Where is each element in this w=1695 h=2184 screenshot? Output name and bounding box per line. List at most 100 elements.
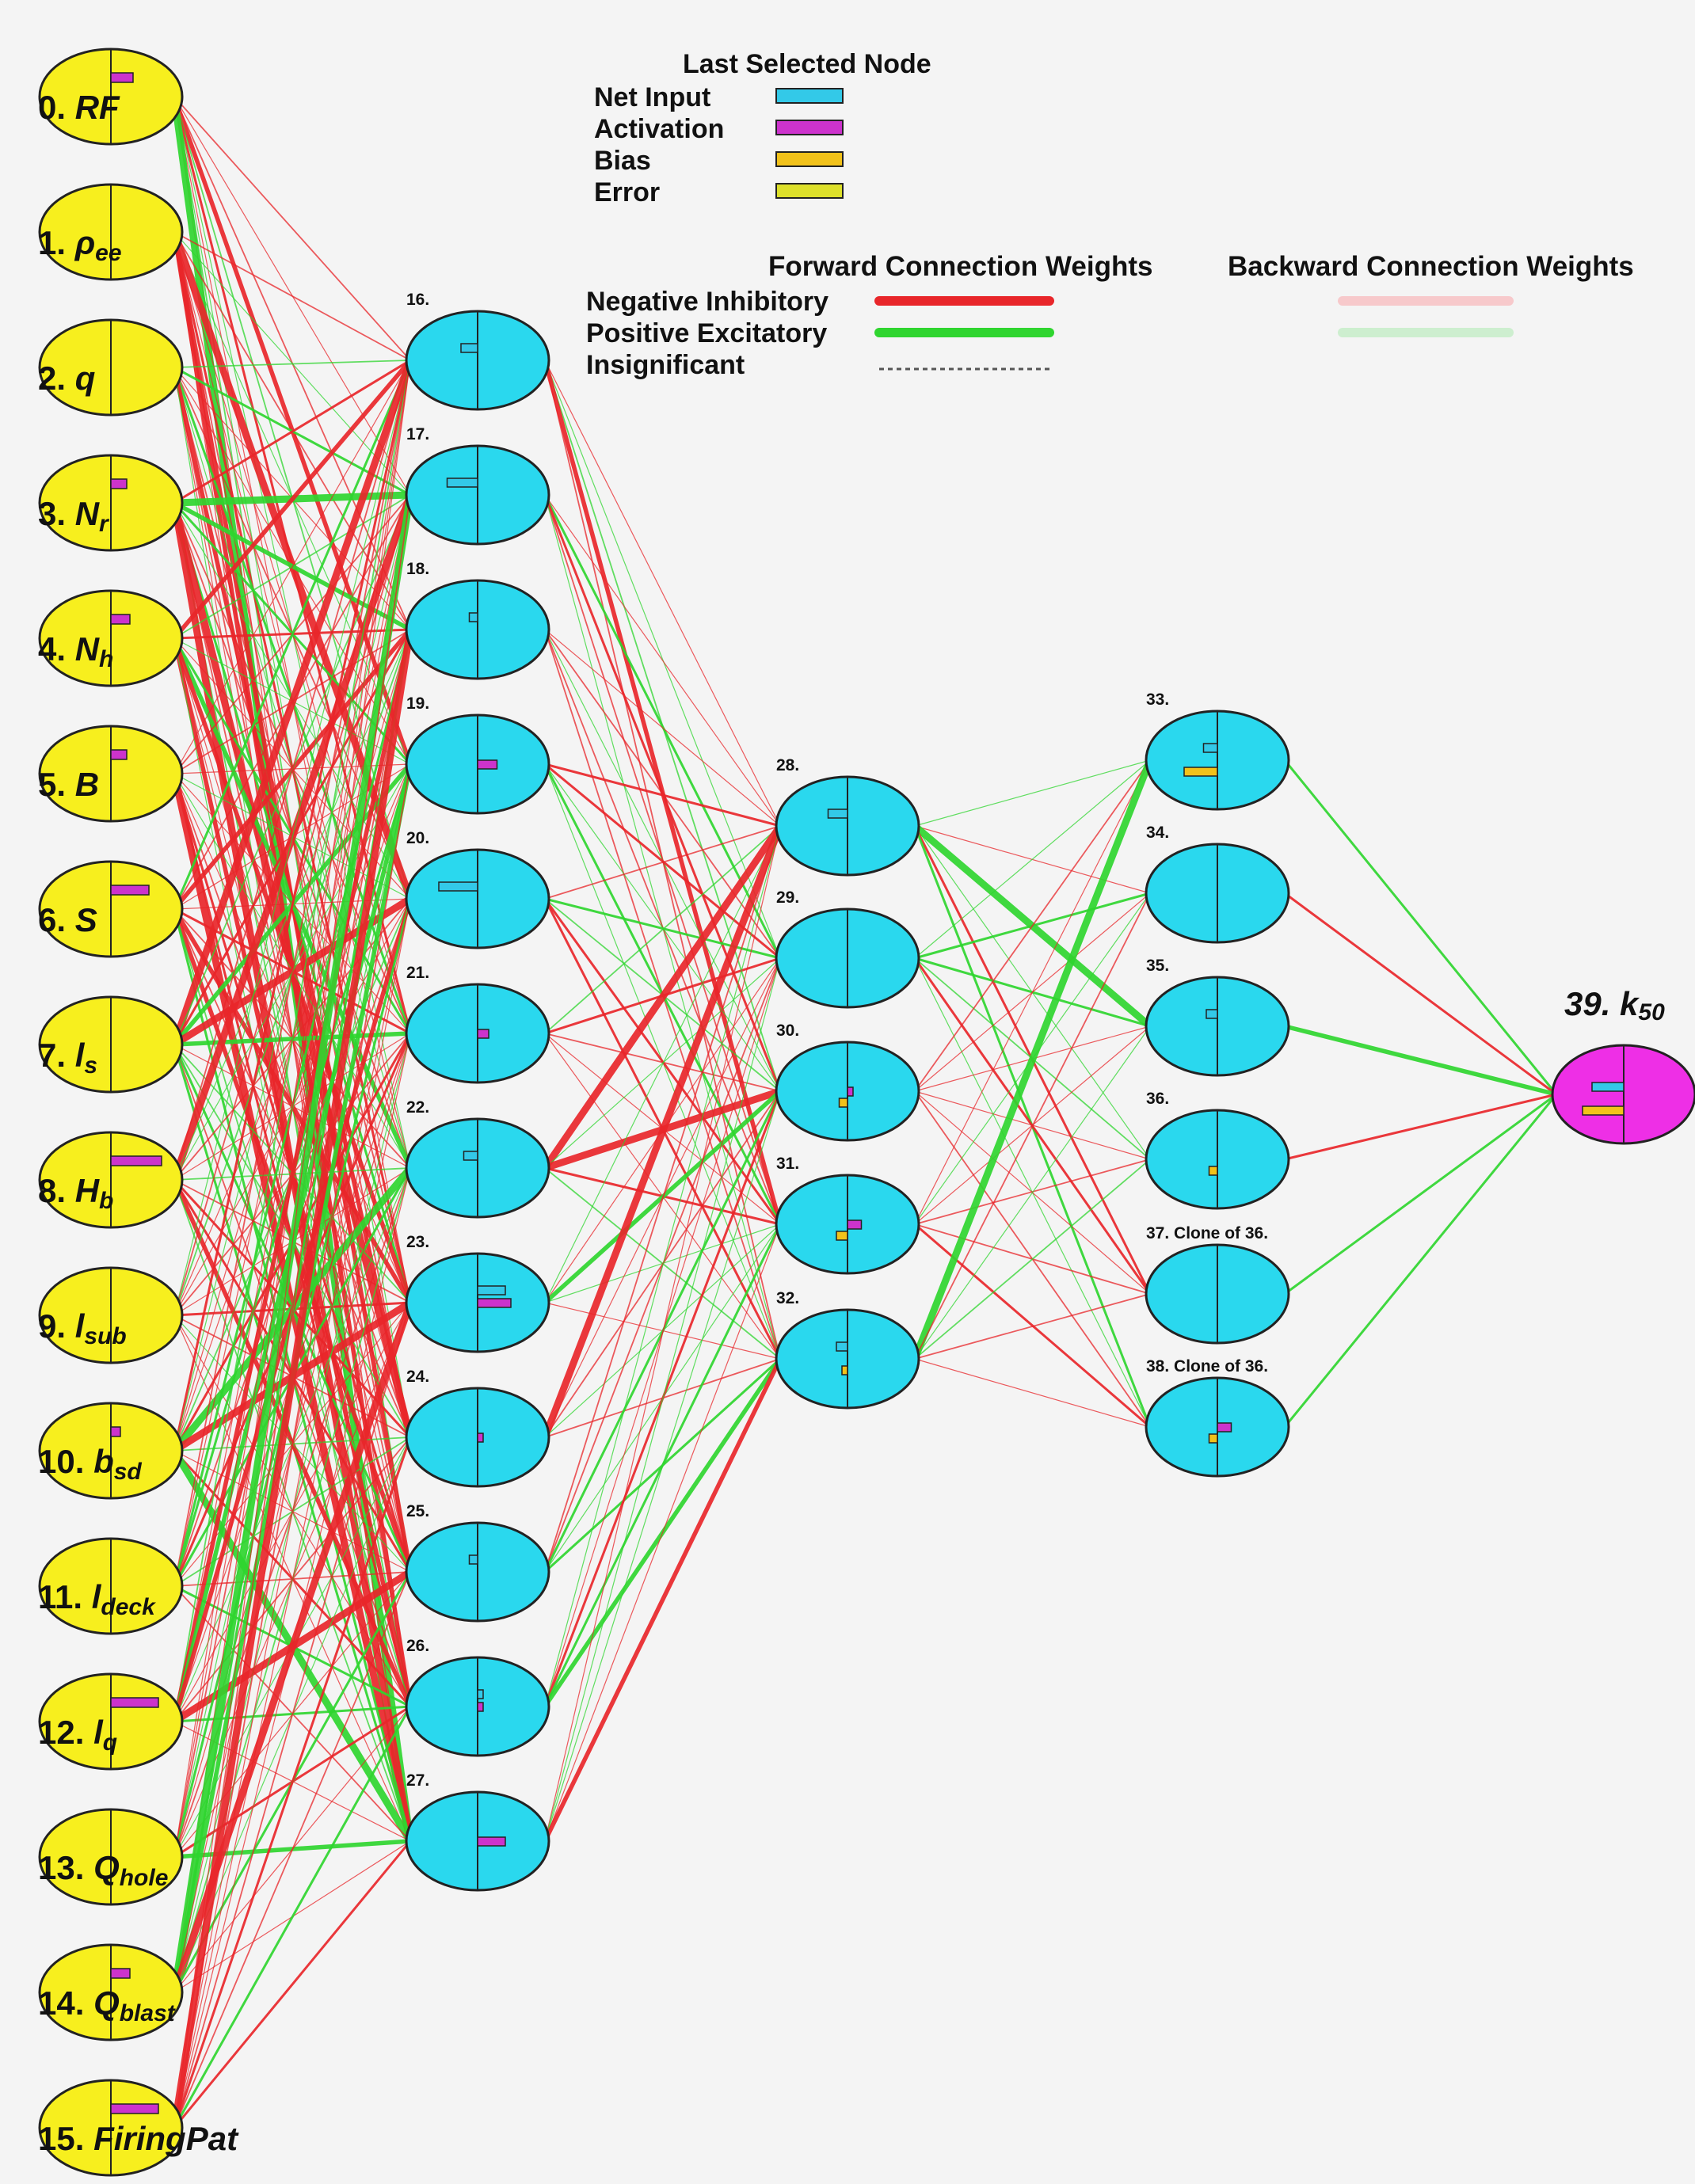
input-node-9-label: 9. lsub: [38, 1307, 127, 1349]
input-node-2[interactable]: 2. q: [38, 318, 184, 417]
input-node-12-name: l: [93, 1714, 104, 1751]
connection-input-13-hidden-16: [173, 360, 411, 1858]
hidden-node-16-label: 16.: [406, 291, 429, 309]
hidden-node-21-label: 21.: [406, 964, 429, 982]
input-node-5-label: 5. B: [38, 766, 99, 803]
hidden-node-26-act-bar: [477, 1702, 484, 1712]
hidden-node-16[interactable]: 16.: [405, 291, 550, 411]
hidden-node-20[interactable]: 20.: [405, 829, 550, 949]
input-node-0[interactable]: 0. RF: [38, 48, 184, 146]
legend-title: Last Selected Node: [683, 49, 931, 79]
input-node-6-act-bar: [110, 885, 150, 896]
input-node-1[interactable]: 1. ρee: [38, 183, 184, 281]
hidden-node-18[interactable]: 18.: [405, 560, 550, 680]
connection-hidden-16-hidden-28: [544, 360, 781, 827]
connection-hidden-32-hidden-34: [914, 892, 1151, 1360]
input-node-0-act-bar: [110, 72, 134, 83]
hidden-node-31-act-bar: [847, 1219, 863, 1230]
input-node-4-label: 4. Nh: [38, 630, 113, 672]
input-node-12[interactable]: 12. lq: [38, 1672, 184, 1771]
input-node-8-subscript: b: [99, 1188, 113, 1214]
input-node-7-subscript: s: [84, 1052, 97, 1079]
connection-input-15-hidden-27: [173, 1840, 412, 2129]
input-node-3-number: 3.: [38, 495, 75, 532]
input-node-3[interactable]: 3. Nr: [38, 454, 184, 552]
hidden-node-38-label: 38. Clone of 36.: [1146, 1357, 1268, 1375]
hidden-node-17-label: 17.: [406, 425, 429, 443]
hidden-node-35[interactable]: 35.: [1145, 957, 1290, 1077]
input-node-8[interactable]: 8. Hb: [38, 1131, 184, 1229]
hidden-node-22-label: 22.: [406, 1098, 429, 1117]
input-node-3-name: N: [75, 495, 101, 532]
connection-hidden-19-hidden-28: [544, 763, 781, 828]
input-node-6-label: 6. S: [38, 901, 97, 938]
input-node-11[interactable]: 11. ldeck: [38, 1537, 184, 1635]
input-node-4-number: 4.: [38, 630, 75, 668]
hidden-node-32[interactable]: 32.: [775, 1289, 920, 1410]
input-node-5-number: 5.: [38, 766, 75, 803]
legend-activation-swatch: [775, 120, 844, 135]
hidden-node-29[interactable]: 29.: [775, 888, 920, 1009]
legend: Last Selected Node Net Input Activation …: [586, 49, 1634, 380]
connection-hidden-27-hidden-31: [544, 1223, 781, 1842]
hidden-node-26-label: 26.: [406, 1637, 429, 1655]
hidden-node-28[interactable]: 28.: [775, 756, 920, 877]
input-node-10[interactable]: 10. bsd: [38, 1402, 184, 1500]
hidden-node-36[interactable]: 36.: [1145, 1090, 1290, 1210]
hidden-node-23-net-bar: [477, 1285, 506, 1296]
output-node-39[interactable]: 39. k50: [1551, 985, 1695, 1145]
hidden-node-22-net-bar: [463, 1151, 478, 1161]
hidden-node-17[interactable]: 17.: [405, 425, 550, 546]
connection-input-1-hidden-16: [173, 231, 411, 361]
hidden-node-25-label: 25.: [406, 1502, 429, 1520]
input-node-0-name: RF: [75, 89, 120, 126]
connection-hidden-32-hidden-36: [914, 1159, 1151, 1360]
input-node-2-number: 2.: [38, 360, 75, 397]
input-node-11-number: 11.: [38, 1578, 92, 1615]
hidden-node-24-label: 24.: [406, 1368, 429, 1386]
hidden-node-25[interactable]: 25.: [405, 1502, 550, 1623]
connection-input-2-hidden-16: [173, 360, 411, 368]
input-node-6-name: S: [75, 901, 97, 938]
hidden-node-38[interactable]: 38. Clone of 36.: [1145, 1357, 1290, 1478]
input-node-6[interactable]: 6. S: [38, 860, 184, 958]
input-node-1-subscript: ee: [95, 240, 121, 266]
hidden-node-25-net-bar: [468, 1554, 478, 1565]
legend-net-input-label: Net Input: [594, 82, 710, 112]
hidden-node-30-act-bar: [847, 1086, 854, 1097]
input-node-15-number: 15.: [38, 2120, 93, 2157]
hidden-node-30-label: 30.: [776, 1022, 799, 1040]
input-node-15[interactable]: 15. FiringPat: [38, 2079, 239, 2177]
input-node-9[interactable]: 9. lsub: [38, 1266, 184, 1364]
input-node-14-subscript: blast: [120, 2000, 177, 2026]
output-node-number: 39. k: [1564, 985, 1640, 1022]
input-node-15-label: 15. FiringPat: [38, 2120, 239, 2157]
connection-input-4-hidden-16: [172, 359, 413, 640]
connection-lines: [170, 96, 1558, 2129]
connection-hidden-22-hidden-28: [542, 824, 783, 1170]
input-node-7[interactable]: 7. ls: [38, 995, 184, 1094]
hidden-node-37[interactable]: 37. Clone of 36.: [1145, 1224, 1290, 1345]
input-node-5-name: B: [75, 766, 99, 803]
hidden-node-27-act-bar: [477, 1836, 506, 1847]
hidden-node-22[interactable]: 22.: [405, 1098, 550, 1219]
input-node-14[interactable]: 14. Qblast: [38, 1943, 184, 2041]
hidden-node-38-bias-bar: [1208, 1433, 1218, 1444]
connection-hidden-31-hidden-33: [914, 759, 1151, 1225]
connection-input-15-hidden-20: [173, 898, 411, 2129]
connection-input-15-hidden-24: [173, 1436, 412, 2129]
hidden-node-33[interactable]: 33.: [1145, 691, 1290, 811]
input-node-4[interactable]: 4. Nh: [38, 589, 184, 687]
input-node-13[interactable]: 13. Qhole: [38, 1808, 184, 1906]
hidden-node-34[interactable]: 34.: [1145, 824, 1290, 944]
legend-positive-label: Positive Excitatory: [586, 318, 827, 348]
legend-negative-label: Negative Inhibitory: [586, 287, 828, 317]
input-node-3-label: 3. Nr: [38, 495, 110, 537]
input-node-5[interactable]: 5. B: [38, 725, 184, 823]
hidden-node-38-act-bar: [1217, 1422, 1232, 1433]
connection-hidden-16-hidden-29: [544, 360, 781, 959]
input-node-8-act-bar: [110, 1155, 162, 1166]
legend-error-label: Error: [594, 177, 660, 207]
input-node-12-act-bar: [110, 1697, 159, 1708]
hidden-node-30-bias-bar: [838, 1098, 848, 1108]
